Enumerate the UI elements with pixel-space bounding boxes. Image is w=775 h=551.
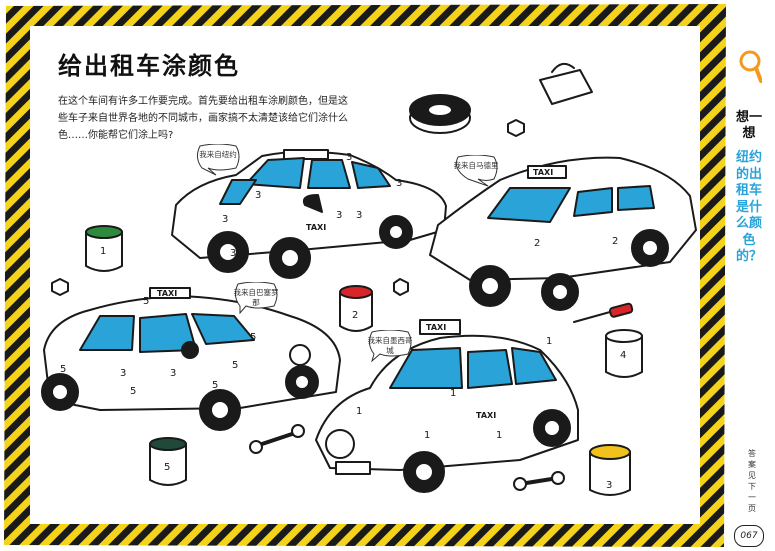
side-question: 纽约的出租车是什么颜色的？ xyxy=(736,150,763,264)
wrench-icon xyxy=(513,471,565,491)
paint-number: 3 xyxy=(255,190,261,201)
side-panel: 想一想 纽约的出租车是什么颜色的？ 答案见下一页 067 xyxy=(732,20,766,547)
speech-bubble-newyork: 我来自纽约 xyxy=(194,144,242,176)
speech-bubble-text: 我来自马德里 xyxy=(453,161,499,170)
nut-icon xyxy=(393,278,409,296)
paint-number: 5 xyxy=(212,380,218,391)
tire-icon xyxy=(409,94,471,134)
toolbox-icon xyxy=(539,62,593,105)
paint-number: 4 xyxy=(620,350,626,361)
paint-number: 5 xyxy=(232,360,238,371)
paint-number: 3 xyxy=(120,368,126,379)
paint-number: 3 xyxy=(230,248,236,259)
paint-number: 3 xyxy=(222,214,228,225)
taxi-newyork xyxy=(171,149,447,279)
taxi-rio xyxy=(41,287,341,431)
page-number: 067 xyxy=(734,525,764,547)
intro-text: 在这个车间有许多工作要完成。首先要给出租车涂刷颜色，但是这些车子来自世界各地的不… xyxy=(58,96,348,141)
speech-bubble-text: 我来自巴塞罗那 xyxy=(233,288,279,307)
paint-number: 3 xyxy=(170,368,176,379)
paint-number: 1 xyxy=(424,430,430,441)
answer-note: 答案见下一页 xyxy=(748,449,756,513)
speech-bubble-text: 我来自墨西哥城 xyxy=(367,336,413,355)
paint-can-red xyxy=(339,285,373,332)
paint-number: 1 xyxy=(450,388,456,399)
paint-can-green xyxy=(85,225,123,272)
paint-number: 5 xyxy=(130,386,136,397)
paint-number: 3 xyxy=(346,152,352,163)
magnifier-icon xyxy=(739,50,762,83)
taxi-sign-text: TAXI xyxy=(476,411,496,420)
taxi-madrid xyxy=(429,156,697,311)
taxi-sign-text: TAXI xyxy=(426,323,446,332)
speech-bubble-text: 我来自纽约 xyxy=(199,150,237,159)
nut-icon xyxy=(51,278,69,296)
paint-number: 5 xyxy=(250,332,256,343)
taxi-sign-text: TAXI xyxy=(157,289,177,298)
paint-number: 1 xyxy=(546,336,552,347)
paint-number: 1 xyxy=(100,246,106,257)
paint-number: 2 xyxy=(352,310,358,321)
paint-number: 1 xyxy=(496,430,502,441)
paint-number: 1 xyxy=(356,406,362,417)
paint-number: 5 xyxy=(164,462,170,473)
speech-bubble-mexico: 我来自墨西哥城 xyxy=(366,330,414,362)
screwdriver-icon xyxy=(573,302,634,323)
speech-bubble-rio: 我来自巴塞罗那 xyxy=(232,282,280,314)
wrench-icon xyxy=(249,424,305,454)
taxi-mexico xyxy=(315,319,579,493)
paint-can-yellow xyxy=(589,444,631,496)
think-label: 想一想 xyxy=(736,110,763,141)
page-title: 给出租车涂颜色 xyxy=(58,52,240,80)
paint-can-dark xyxy=(149,437,187,486)
taxi-sign-text: TAXI xyxy=(306,223,326,232)
paint-number: 3 xyxy=(336,210,342,221)
paint-number: 3 xyxy=(396,178,402,189)
paint-number: 2 xyxy=(612,236,618,247)
paint-number: 2 xyxy=(534,238,540,249)
paint-can-white xyxy=(605,329,643,378)
paint-number: 3 xyxy=(356,210,362,221)
paint-number: 5 xyxy=(143,296,149,307)
taxi-sign-text: TAXI xyxy=(533,168,553,177)
paint-number: 5 xyxy=(60,364,66,375)
speech-bubble-madrid: 我来自马德里 xyxy=(452,155,500,187)
nut-icon xyxy=(507,119,525,137)
paint-number: 3 xyxy=(606,480,612,491)
